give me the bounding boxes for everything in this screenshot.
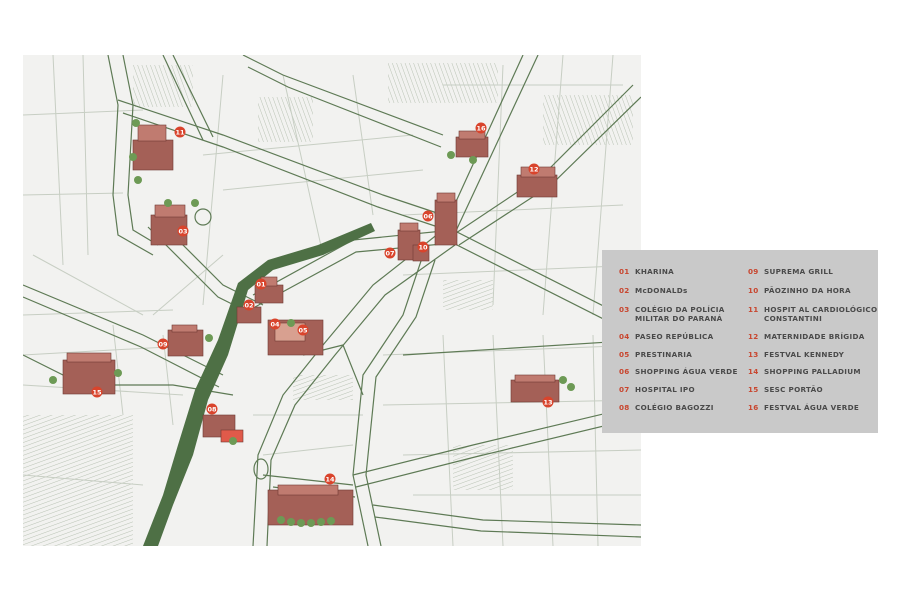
svg-text:15: 15	[92, 388, 102, 396]
legend-label: COLÉGIO BAGOZZI	[635, 403, 714, 412]
legend-number: 10	[748, 286, 759, 295]
map-marker[interactable]: 04	[269, 318, 281, 330]
svg-text:16: 16	[476, 124, 486, 132]
legend-label: SESC PORTÃO	[764, 385, 823, 394]
map-marker[interactable]: 05	[297, 324, 309, 336]
legend-label: SHOPPING PALLADIUM	[764, 367, 861, 376]
legend-label: COLÉGIO DA POLÍCIA MILITAR DO PARANÁ	[635, 305, 725, 323]
legend-label: SUPREMA GRILL	[764, 267, 834, 276]
legend-label: HOSPITAL IPO	[635, 385, 695, 394]
river-corridor	[143, 223, 375, 546]
building-15	[62, 352, 116, 395]
building-05	[267, 319, 324, 356]
legend-label: KHARINA	[635, 267, 675, 276]
buildings	[62, 124, 560, 526]
map-marker[interactable]: 02	[243, 299, 255, 311]
svg-text:05: 05	[298, 326, 308, 334]
trees	[49, 119, 575, 527]
legend-number: 13	[748, 350, 759, 359]
building-13	[510, 374, 560, 403]
svg-text:06: 06	[423, 212, 433, 220]
map-marker[interactable]: 03	[177, 225, 189, 237]
building-06	[434, 192, 458, 246]
svg-text:07: 07	[385, 249, 394, 257]
legend-label: PASEO REPÚBLICA	[635, 332, 714, 341]
legend-number: 04	[619, 332, 630, 341]
legend-number: 07	[619, 385, 630, 394]
map-legend: 01 KHARINA 02 McDONALDs 03 COLÉGIO DA PO…	[602, 250, 878, 433]
map-marker[interactable]: 08	[206, 403, 218, 415]
svg-text:08: 08	[207, 405, 217, 413]
map-marker[interactable]: 12	[528, 163, 540, 175]
building-03	[150, 204, 188, 246]
map-marker[interactable]: 01	[255, 278, 267, 290]
legend-number: 16	[748, 403, 759, 412]
map-marker[interactable]: 15	[91, 386, 103, 398]
legend-label: McDONALDs	[635, 286, 688, 295]
map-marker[interactable]: 06	[422, 210, 434, 222]
svg-text:02: 02	[244, 301, 253, 309]
legend-number: 05	[619, 350, 630, 359]
legend-number: 01	[619, 267, 630, 276]
map-marker[interactable]: 07	[384, 247, 396, 259]
legend-label: PRESTINARIA	[635, 350, 693, 359]
building-08	[202, 414, 244, 443]
svg-text:09: 09	[158, 340, 168, 348]
building-16	[455, 130, 489, 158]
legend-number: 14	[748, 367, 759, 376]
map-marker[interactable]: 10	[417, 241, 429, 253]
legend-number: 06	[619, 367, 630, 376]
map-marker[interactable]: 09	[157, 338, 169, 350]
map-markers: 01 02 03 04 05 06 07 08 09 10 11 12 13 1…	[91, 122, 554, 485]
svg-text:13: 13	[543, 398, 552, 406]
legend-number: 11	[748, 305, 759, 314]
svg-text:03: 03	[178, 227, 187, 235]
map-marker[interactable]: 13	[542, 396, 554, 408]
legend-number: 08	[619, 403, 630, 412]
svg-text:12: 12	[529, 165, 538, 173]
city-map[interactable]: 01 02 03 04 05 06 07 08 09 10 11 12 13 1…	[23, 55, 641, 546]
map-marker[interactable]: 16	[475, 122, 487, 134]
legend-number: 03	[619, 305, 630, 314]
legend-number: 02	[619, 286, 630, 295]
hatched-blocks	[23, 63, 633, 546]
minor-streets	[23, 55, 641, 546]
svg-text:14: 14	[325, 475, 335, 483]
legend-label: PÃOZINHO DA HORA	[764, 286, 851, 295]
map-marker[interactable]: 11	[174, 126, 186, 138]
legend-label: MATERNIDADE BRÍGIDA	[764, 332, 865, 341]
building-11	[132, 124, 174, 171]
legend-label: FESTVAL KENNEDY	[764, 350, 845, 359]
legend-number: 09	[748, 267, 759, 276]
map-marker[interactable]: 14	[324, 473, 336, 485]
legend-number: 12	[748, 332, 759, 341]
legend-label: FESTVAL ÁGUA VERDE	[764, 403, 860, 412]
legend-label: SHOPPING ÁGUA VERDE	[635, 367, 738, 376]
legend-label: HOSPIT AL CARDIOLÓGICO CONSTANTINI	[764, 305, 878, 323]
svg-text:11: 11	[175, 128, 185, 136]
svg-text:01: 01	[256, 280, 266, 288]
major-streets	[23, 55, 641, 546]
svg-text:04: 04	[270, 320, 280, 328]
roundabouts	[194, 208, 269, 480]
svg-text:10: 10	[418, 243, 428, 251]
legend-number: 15	[748, 385, 759, 394]
